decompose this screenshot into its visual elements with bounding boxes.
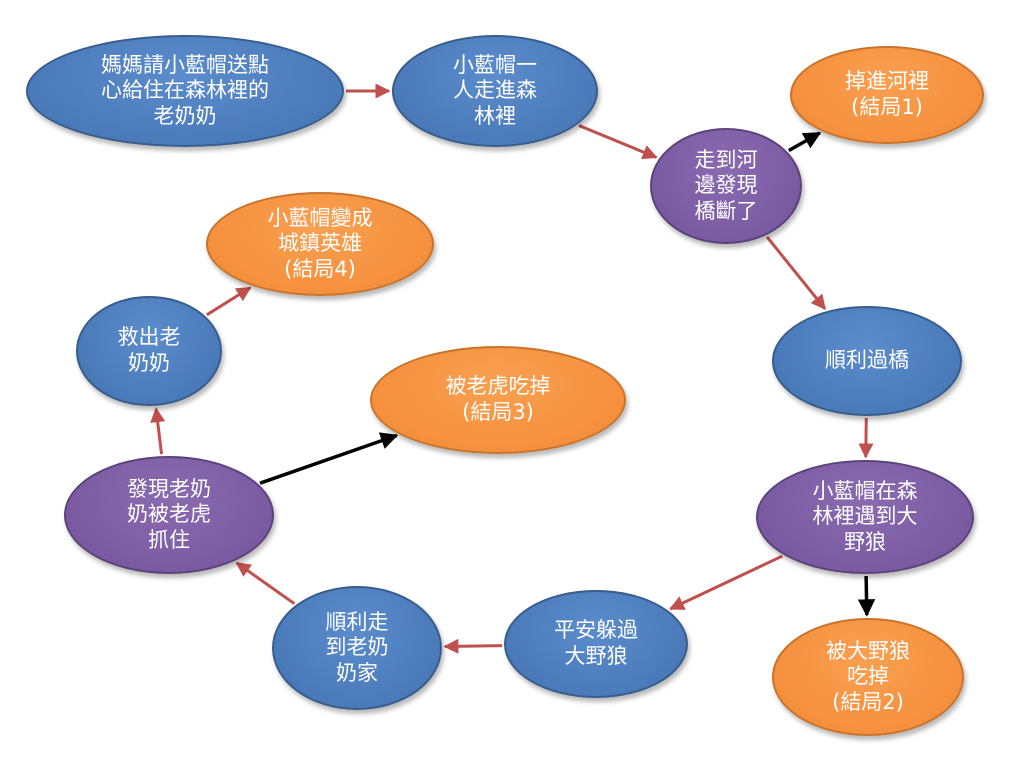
node-label: 小藍帽在森 林裡遇到大 野狼 (812, 478, 918, 554)
node-label: 小藍帽變成 城鎮英雄 (結局4) (267, 205, 373, 281)
node-bridge-broken: 走到河 邊發現 橋斷了 (650, 128, 802, 244)
node-escape-wolf: 平安躲過 大野狼 (504, 590, 688, 698)
node-walk-forest: 小藍帽一 人走進森 林裡 (392, 35, 598, 147)
node-grandma-caught: 發現老奶 奶被老虎 抓住 (64, 456, 274, 574)
node-label: 救出老 奶奶 (117, 325, 181, 375)
arrow-cross_bridge-to-meet_wolf (858, 417, 874, 459)
node-ending-3: 被老虎吃掉 (結局3) (370, 346, 626, 454)
arrow-escape_wolf-to-grandma_house (443, 638, 503, 654)
node-label: 順利走 到老奶 奶家 (325, 609, 389, 685)
node-label: 被大野狼 吃掉 (結局2) (826, 638, 910, 714)
node-start: 媽媽請小藍帽送點 心給住在森林裡的 老奶奶 (26, 35, 344, 147)
arrow-meet_wolf-to-ending2 (857, 575, 876, 617)
arrow-rescue-to-ending4 (206, 286, 252, 317)
node-label: 發現老奶 奶被老虎 抓住 (127, 476, 211, 552)
node-ending-1: 掉進河裡 (結局1) (790, 46, 984, 144)
node-label: 被老虎吃掉 (結局3) (445, 374, 551, 424)
arrow-grandma_caught-to-rescue (150, 407, 166, 455)
arrow-grandma_caught-to-ending3 (259, 432, 399, 485)
node-meet-wolf: 小藍帽在森 林裡遇到大 野狼 (756, 460, 974, 574)
node-ending-2: 被大野狼 吃掉 (結局2) (772, 618, 964, 736)
node-label: 媽媽請小藍帽送點 心給住在森林裡的 老奶奶 (101, 52, 269, 128)
node-label: 順利過橋 (825, 348, 909, 373)
node-ending-4: 小藍帽變成 城鎮英雄 (結局4) (206, 192, 434, 296)
arrow-meet_wolf-to-escape_wolf (669, 554, 783, 611)
arrow-walk_forest-to-bridge_broken (578, 124, 658, 160)
node-grandma-house: 順利走 到老奶 奶家 (272, 586, 442, 710)
arrow-grandma_house-to-grandma_caught (235, 561, 296, 605)
node-label: 掉進河裡 (結局1) (845, 69, 929, 119)
node-label: 走到河 邊發現 橋斷了 (694, 147, 758, 223)
node-cross-bridge: 順利過橋 (772, 306, 962, 416)
node-label: 平安躲過 大野狼 (554, 618, 638, 668)
arrow-bridge_broken-to-ending1 (787, 131, 822, 153)
arrow-bridge_broken-to-cross_bridge (765, 236, 827, 310)
node-label: 小藍帽一 人走進森 林裡 (453, 52, 537, 128)
node-rescue: 救出老 奶奶 (76, 296, 222, 406)
